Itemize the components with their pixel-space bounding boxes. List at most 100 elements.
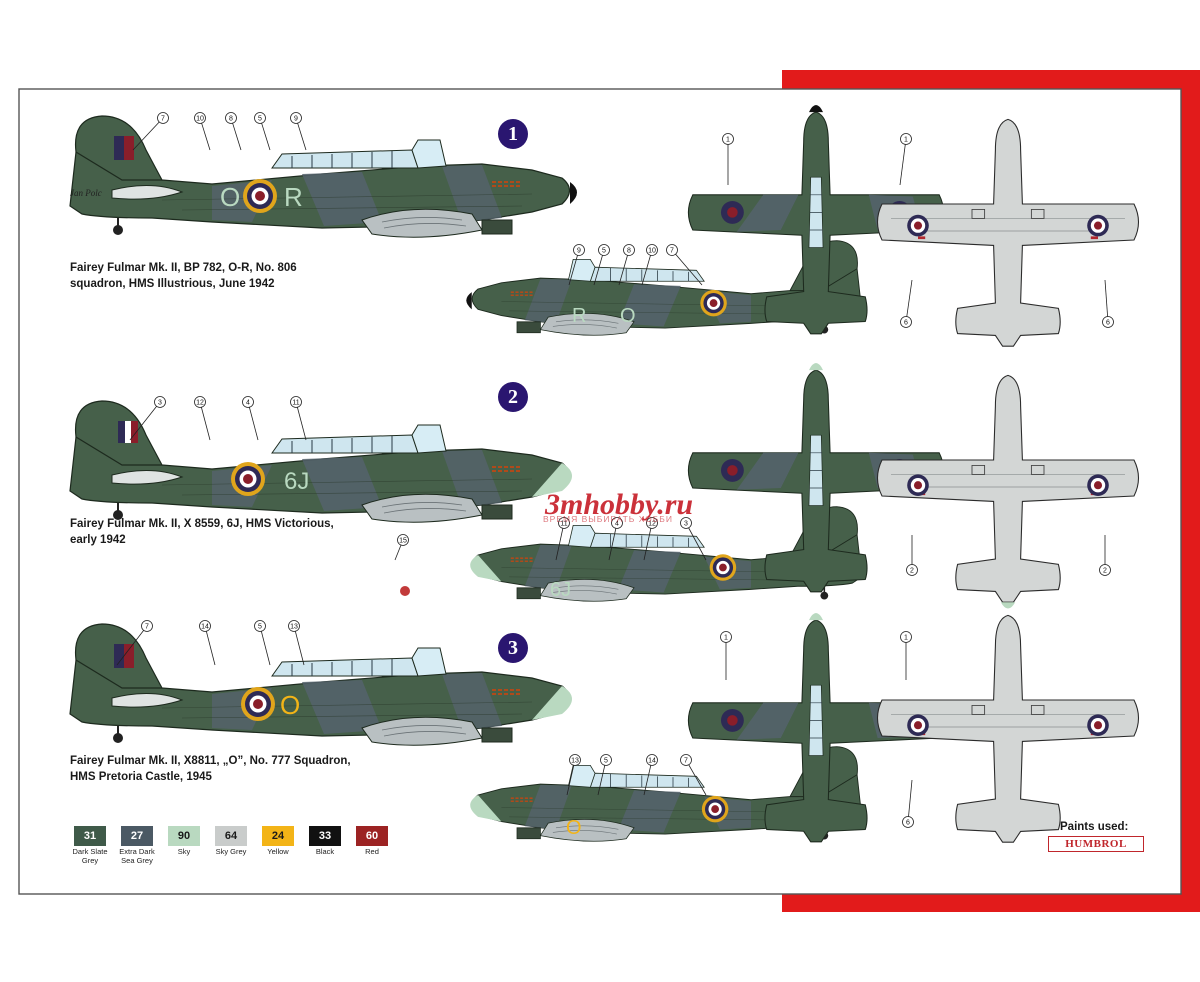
scheme-3-code-left: O (280, 690, 300, 720)
callout-marker: 13 (566, 754, 581, 796)
scheme-2-nose-emblem (400, 586, 410, 596)
callout-number: 5 (258, 116, 262, 123)
scheme-2-caption: Fairey Fulmar Mk. II, X 8559, 6J, HMS Vi… (70, 516, 360, 548)
scheme-1-code-left: O (220, 182, 240, 212)
callout-marker: 14 (643, 754, 658, 796)
callout-number: 10 (196, 116, 204, 123)
callout-number: 11 (560, 521, 567, 528)
callout-number: 6 (904, 320, 908, 327)
callout-number: 7 (684, 758, 688, 765)
callout-number: 13 (571, 758, 579, 765)
frame-red-top (782, 70, 1200, 90)
callout-number: 6 (1106, 320, 1110, 327)
watermark-logo: 3mhobby.ru (545, 488, 694, 521)
callout-number: 10 (648, 248, 656, 255)
paint-swatch-name: Yellow (267, 847, 289, 856)
paints-used-title: Paints used: (1060, 821, 1129, 833)
frame-red-bottom (782, 894, 1200, 912)
callout-marker: 15 (394, 534, 409, 561)
callout-marker: 11 (290, 396, 307, 441)
callout-marker: 4 (242, 396, 259, 441)
callout-marker: 5 (597, 754, 612, 796)
callout-marker: 13 (288, 620, 305, 666)
callout-marker: 1 (720, 631, 732, 680)
scheme-2-top-view (687, 363, 945, 593)
scheme-1-right-profile (466, 239, 863, 336)
callout-number: 7 (670, 248, 674, 255)
callout-number: 12 (196, 400, 204, 407)
scheme-3-right-profile (470, 745, 863, 842)
scheme-3-left-profile: O (69, 623, 572, 747)
callout-marker: 8 (618, 244, 635, 286)
callout-marker: 1 (722, 133, 734, 185)
callout-marker: 7 (132, 112, 169, 151)
scheme-2-left-profile: 6J (69, 400, 572, 524)
scheme-3-top-view (687, 613, 945, 843)
callout-number: 7 (161, 116, 165, 123)
callout-marker: 1 (899, 133, 912, 186)
callout-number: 7 (145, 624, 149, 631)
paint-swatch-name: Red (365, 847, 379, 856)
callout-marker: 7 (116, 620, 153, 666)
paint-swatch-name: Sky Grey (215, 847, 247, 856)
scheme-2-right-profile (470, 505, 863, 602)
scheme-2-caption-line2: early 1942 (70, 534, 126, 546)
scheme-2-right-code: 6J (550, 579, 571, 601)
callout-number: 2 (910, 568, 914, 575)
callout-marker: 2 (1099, 535, 1111, 576)
callout-number: 1 (904, 137, 908, 144)
paint-swatch-code: 90 (168, 826, 200, 846)
callout-number: 14 (201, 624, 209, 631)
paint-swatch-code: 60 (356, 826, 388, 846)
callout-marker: 8 (225, 112, 242, 151)
callout-marker: 9 (568, 244, 585, 286)
callout-number: 9 (294, 116, 298, 123)
scheme-3-right-code: O (566, 817, 582, 839)
callout-number: 3 (684, 521, 688, 528)
scheme-2-caption-line1: Fairey Fulmar Mk. II, X 8559, 6J, HMS Vi… (70, 518, 334, 530)
paint-swatch-code: 64 (215, 826, 247, 846)
callout-number: 1 (724, 635, 728, 642)
scheme-1-right-code2: O (620, 305, 636, 327)
scheme-1-caption-line1: Fairey Fulmar Mk. II, BP 782, O-R, No. 8… (70, 262, 297, 274)
scheme-3-caption-line1: Fairey Fulmar Mk. II, X8811, „O”, No. 77… (70, 755, 351, 767)
callout-number: 13 (290, 624, 298, 631)
scheme-1-right-code: R (572, 305, 586, 327)
scheme-3-number-badge: 3 (498, 633, 528, 663)
frame-red-right (1180, 70, 1200, 912)
scheme-1-number-badge: 1 (498, 119, 528, 149)
scheme-1-caption-line2: squadron, HMS Illustrious, June 1942 (70, 278, 275, 290)
scheme-1-top-view (687, 105, 945, 335)
paint-swatch-name: Sky (177, 847, 191, 856)
callout-number: 11 (292, 400, 299, 407)
scheme-2-code-left: 6J (284, 468, 309, 495)
callout-marker: 4 (608, 517, 623, 561)
callout-number: 3 (158, 400, 162, 407)
callout-number: 9 (577, 248, 581, 255)
callout-marker: 10 (641, 244, 658, 286)
paint-swatch-code: 27 (121, 826, 153, 846)
callout-number: 5 (604, 758, 608, 765)
callout-marker: 3 (129, 396, 166, 441)
callout-number: 5 (602, 248, 606, 255)
callout-number: 1 (726, 137, 730, 144)
callout-marker: 5 (593, 244, 610, 286)
scheme-1-caption: Fairey Fulmar Mk. II, BP 782, O-R, No. 8… (70, 260, 360, 292)
callout-number: 1 (904, 635, 908, 642)
callout-marker: 7 (666, 244, 703, 286)
callout-marker: 2 (906, 535, 918, 576)
callout-number: 4 (246, 400, 250, 407)
callout-marker: 3 (680, 517, 707, 561)
callout-marker: 6 (1102, 279, 1114, 328)
watermark-tagline: ВРЕМЯ ВЫБИРАТЬ ХОББИ (543, 514, 673, 524)
scheme-1-code-right: R (284, 182, 303, 212)
callout-marker: 6 (902, 779, 914, 828)
callout-number: 5 (258, 624, 262, 631)
callout-marker: 11 (555, 517, 570, 561)
